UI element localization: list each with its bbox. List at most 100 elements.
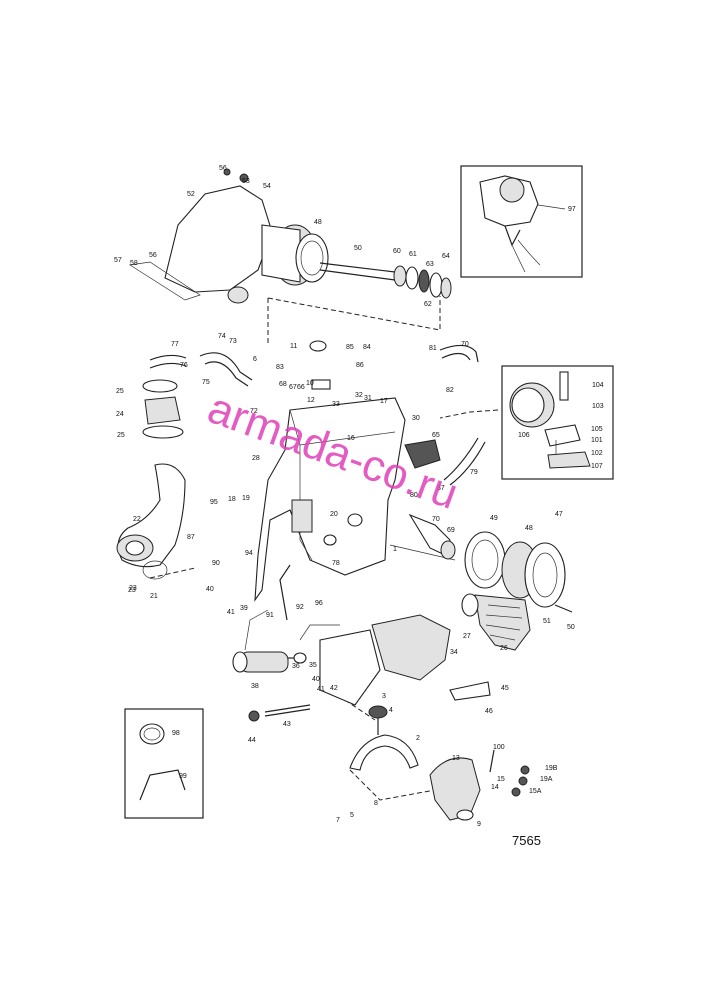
part-label: 82 [446,387,454,394]
part-label: 101 [591,437,603,444]
part-label: 68 [279,381,287,388]
part-label: 12 [307,397,315,404]
part-label: 63 [426,261,434,268]
part-label: 25 [116,388,124,395]
part-label: 75 [202,379,210,386]
inset-frame-97 [460,165,583,278]
part-label: 70 [432,516,440,523]
part-label: 15 [497,776,505,783]
bottom-yoke-and-cover [349,705,530,821]
part-label: 69 [447,527,455,534]
part-label: 66 [297,384,305,391]
part-label: 104 [592,382,604,389]
part-label: 41 [317,686,325,693]
part-label: 23 [129,585,137,592]
part-label: 77 [171,341,179,348]
connection-lines [149,296,499,801]
part-label: 80 [410,492,418,499]
part-label: 9 [477,821,481,828]
part-label: 48 [314,219,322,226]
part-label: 44 [248,737,256,744]
part-label: 13 [452,755,460,762]
part-label: 78 [332,560,340,567]
part-label: 74 [218,333,226,340]
part-label: 43 [283,721,291,728]
part-label: 34 [450,649,458,656]
part-label: 85 [346,344,354,351]
part-label: 21 [150,593,158,600]
part-label: 102 [591,450,603,457]
main-bracket-body [254,397,441,602]
part-label: 53 [242,178,250,185]
part-label: 56 [219,165,227,172]
part-label: 52 [187,191,195,198]
part-label: 50 [354,245,362,252]
part-label: 45 [501,685,509,692]
part-label: 38 [251,683,259,690]
part-label: 79 [470,469,478,476]
part-label: 33 [332,401,340,408]
part-label: 39 [240,605,248,612]
part-label: 30 [412,415,420,422]
part-label: 1 [393,546,397,553]
part-label: 3 [382,693,386,700]
part-label: 70 [461,341,469,348]
part-label: 95 [210,499,218,506]
part-label: 5 [350,812,354,819]
part-label: 54 [263,183,271,190]
top-housing [129,168,329,304]
part-label: 40 [312,676,320,683]
part-label: 84 [363,344,371,351]
part-label: 86 [356,362,364,369]
part-label: 20 [330,511,338,518]
part-label: 67 [289,384,297,391]
part-label: 56 [149,252,157,259]
part-label: 96 [315,600,323,607]
part-label: 11 [290,343,297,350]
part-label: 72 [250,408,258,415]
part-label: 97 [568,206,576,213]
part-label: 8 [374,800,378,807]
part-label: 7 [336,817,340,824]
drawing-number: 7565 [512,833,541,848]
part-label: 2 [416,735,420,742]
part-label: 76 [180,362,188,369]
part-label: 42 [330,685,338,692]
part-label: 41 [227,609,235,616]
part-label: 73 [229,338,237,345]
part-label: 17 [380,398,388,405]
right-bellows-assembly [408,513,573,651]
part-label: 37 [437,485,445,492]
left-exhaust-elbow [116,379,186,580]
part-label: 57 [114,257,122,264]
part-label: 23 [128,587,136,594]
part-label: 46 [485,708,493,715]
part-labels: 56 53 54 52 48 50 60 61 63 64 62 57 58 5… [114,165,604,828]
part-label: 32 [355,392,363,399]
part-label: 49 [490,515,498,522]
top-shaft-assembly [319,262,452,299]
lower-cylinder-assembly [232,564,491,722]
part-label: 22 [133,516,141,523]
part-label: 6 [253,356,257,363]
part-label: 14 [491,784,499,791]
part-label: 98 [172,730,180,737]
part-label: 16 [347,435,355,442]
part-label: 87 [187,534,195,541]
drawing-artwork [116,165,614,821]
part-label: 26 [500,645,508,652]
part-label: 65 [432,432,440,439]
part-label: 25 [117,432,125,439]
part-label: 15A [529,788,542,795]
part-label: 40 [206,586,214,593]
part-label: 19B [545,765,558,772]
part-label: 48 [525,525,533,532]
part-label: 92 [296,604,304,611]
part-label: 27 [463,633,471,640]
hoses [149,340,486,486]
part-label: 106 [518,432,530,439]
part-label: 36 [292,663,300,670]
part-label: 28 [252,455,260,462]
part-label: 35 [309,662,317,669]
